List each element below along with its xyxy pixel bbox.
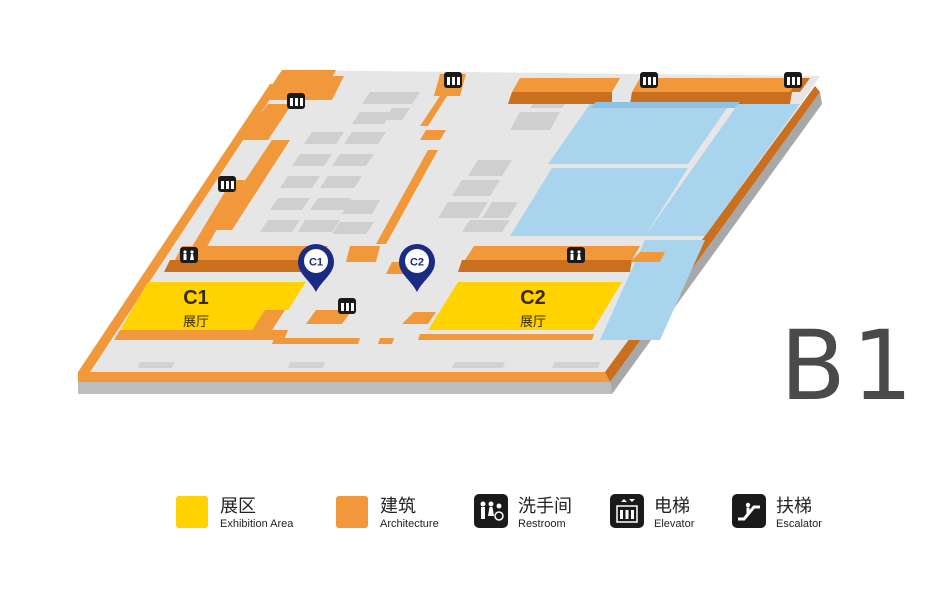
elevator-icon	[640, 72, 658, 88]
legend-label-en: Escalator	[776, 518, 822, 530]
floor-slab-edge	[78, 380, 612, 394]
hall-c1-code: C1	[183, 287, 209, 309]
outer-wall-bottom	[78, 372, 610, 382]
elevator-icon	[218, 176, 236, 192]
elevator-icon	[784, 72, 802, 88]
central-rooms	[260, 92, 420, 234]
top-architecture	[508, 78, 810, 104]
map-legend: 展区 Exhibition Area 建筑 Architecture 洗手间 R…	[0, 492, 947, 542]
hall-c2-code: C2	[520, 287, 546, 309]
legend-label-zh: 电梯	[654, 496, 690, 517]
hall-c2-name: 展厅	[520, 315, 546, 330]
marker-c1-label: C1	[309, 257, 323, 269]
left-architecture	[190, 70, 344, 250]
exhibition-swatch	[176, 496, 208, 528]
restroom-icon	[474, 494, 508, 528]
legend-label-zh: 扶梯	[776, 496, 812, 517]
marker-c1[interactable]: C1	[298, 244, 334, 292]
restroom-icon	[180, 247, 198, 263]
hall-c1[interactable]: C1 展厅	[120, 282, 306, 330]
escalator-icon	[732, 494, 766, 528]
elevator-icon	[338, 298, 356, 314]
corridor-blocks	[138, 362, 600, 368]
blue-halls	[510, 102, 800, 340]
c2-top-architecture	[458, 246, 665, 272]
central-right-rooms	[438, 92, 572, 232]
elevator-icon	[287, 93, 305, 109]
center-lower-architecture	[114, 310, 594, 344]
legend-label-zh: 建筑	[380, 496, 416, 517]
legend-label-en: Exhibition Area	[220, 518, 294, 530]
architecture-swatch	[336, 496, 368, 528]
legend-label-en: Restroom	[518, 518, 566, 530]
floor-label: B1	[780, 310, 919, 422]
legend-label-zh: 洗手间	[518, 496, 572, 517]
hall-c2[interactable]: C2 展厅	[402, 282, 622, 330]
elevator-icon	[610, 494, 644, 528]
c1-top-architecture	[164, 246, 328, 272]
elevator-icon	[444, 72, 462, 88]
hall-c1-name: 展厅	[183, 315, 209, 330]
restroom-icon	[567, 247, 585, 263]
legend-label-zh: 展区	[220, 496, 256, 517]
legend-label-en: Elevator	[654, 518, 695, 530]
outer-wall-left	[78, 84, 280, 372]
marker-c2-label: C2	[410, 257, 424, 269]
marker-c2[interactable]: C2	[399, 244, 435, 292]
legend-label-en: Architecture	[380, 518, 439, 530]
